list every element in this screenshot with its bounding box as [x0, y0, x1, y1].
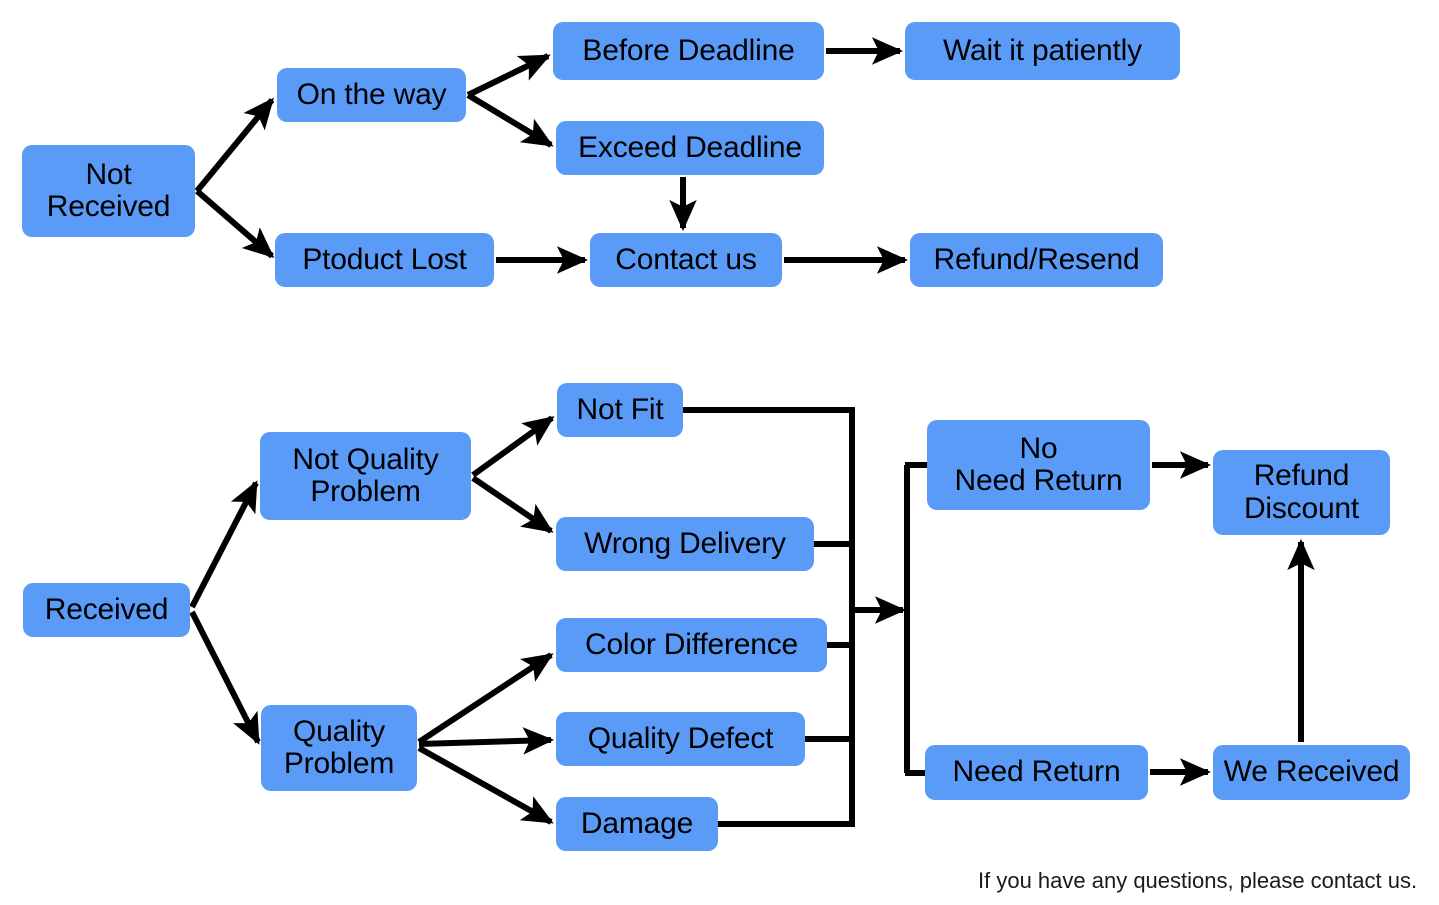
node-on-the-way[interactable]: On the way [277, 68, 466, 122]
node-damage[interactable]: Damage [556, 797, 718, 851]
node-refund-discount[interactable]: Refund Discount [1213, 450, 1390, 535]
node-need-return[interactable]: Need Return [925, 745, 1148, 800]
edge-quality-problem-to-damage [417, 745, 554, 825]
node-quality-problem[interactable]: Quality Problem [261, 705, 417, 791]
node-before-deadline[interactable]: Before Deadline [553, 22, 824, 80]
edge-not-quality-to-wrong-delivery [471, 475, 554, 534]
node-not-fit[interactable]: Not Fit [557, 383, 683, 437]
edge-quality-problem-to-quality-defect [418, 727, 555, 755]
edge-received-to-quality-problem [189, 610, 261, 745]
node-quality-defect[interactable]: Quality Defect [556, 712, 805, 766]
node-not-quality-problem[interactable]: Not Quality Problem [260, 432, 471, 520]
edge-on-the-way-to-exceed-deadline [466, 92, 554, 148]
node-color-difference[interactable]: Color Difference [556, 618, 827, 672]
node-refund-resend[interactable]: Refund/Resend [910, 233, 1163, 287]
node-wait-it-patiently[interactable]: Wait it patiently [905, 22, 1180, 80]
node-no-need-return[interactable]: No Need Return [927, 420, 1150, 510]
footer-contact-note: If you have any questions, please contac… [978, 868, 1418, 893]
edge-received-to-not-quality [189, 480, 259, 609]
node-we-received[interactable]: We Received [1213, 745, 1410, 800]
node-ptoduct-lost[interactable]: Ptoduct Lost [275, 233, 494, 287]
edge-quality-problem-to-color-difference [417, 652, 554, 745]
edge-not-received-to-ptoduct-lost [195, 188, 275, 259]
node-not-received[interactable]: Not Received [22, 145, 195, 237]
edge-on-the-way-to-before-deadline [466, 53, 551, 98]
node-exceed-deadline[interactable]: Exceed Deadline [556, 121, 824, 175]
node-contact-us[interactable]: Contact us [590, 233, 782, 287]
node-received[interactable]: Received [23, 583, 190, 637]
edge-not-received-to-on-the-way [194, 97, 275, 193]
node-wrong-delivery[interactable]: Wrong Delivery [556, 517, 814, 571]
edge-not-quality-to-not-fit [471, 415, 555, 478]
